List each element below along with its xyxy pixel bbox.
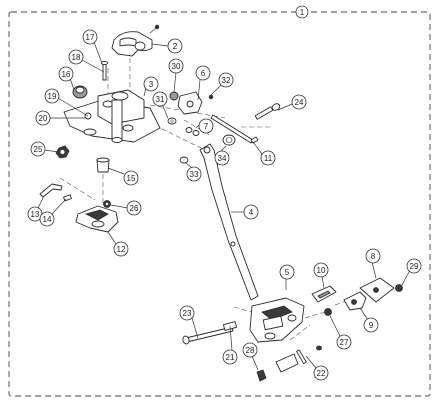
callout-assembly-1[interactable]: 1 <box>295 5 309 19</box>
svg-text:25: 25 <box>34 145 43 154</box>
part-9-clip <box>343 291 367 311</box>
part-5-clamp <box>249 297 305 343</box>
callout-30[interactable]: 30 <box>168 58 184 74</box>
part-29-nut <box>395 284 403 292</box>
callout-11[interactable]: 11 <box>260 150 276 166</box>
callout-5[interactable]: 5 <box>279 264 295 280</box>
part-3-bracket <box>63 89 161 143</box>
callout-8[interactable]: 8 <box>365 248 381 264</box>
callout-16[interactable]: 16 <box>58 66 74 82</box>
svg-text:12: 12 <box>117 245 126 254</box>
svg-text:8: 8 <box>371 252 376 261</box>
part-22-bolt <box>275 345 322 373</box>
callout-27[interactable]: 27 <box>336 334 352 350</box>
part-23-bolt <box>182 326 234 345</box>
part-25-nut <box>55 145 70 159</box>
svg-text:11: 11 <box>264 154 273 163</box>
callout-20[interactable]: 20 <box>35 110 51 126</box>
svg-text:26: 26 <box>130 204 139 213</box>
leader-lines <box>37 41 411 371</box>
part-11-l-rod <box>210 114 259 144</box>
svg-text:20: 20 <box>39 114 48 123</box>
svg-text:34: 34 <box>218 154 227 163</box>
part-30-cap <box>169 91 179 101</box>
svg-text:17: 17 <box>86 33 95 42</box>
svg-text:24: 24 <box>295 98 304 107</box>
svg-text:13: 13 <box>31 210 40 219</box>
callout-28[interactable]: 28 <box>242 342 258 358</box>
part-33-washer <box>179 156 189 164</box>
callout-26[interactable]: 26 <box>126 200 142 216</box>
part-34-ring <box>222 134 236 146</box>
svg-text:32: 32 <box>222 76 231 85</box>
svg-text:10: 10 <box>317 266 326 275</box>
svg-text:33: 33 <box>190 170 199 179</box>
callout-21[interactable]: 21 <box>222 349 238 365</box>
callout-12[interactable]: 12 <box>113 241 129 257</box>
part-10-plate <box>311 285 337 303</box>
svg-text:4: 4 <box>249 208 254 217</box>
svg-text:6: 6 <box>201 69 206 78</box>
part-32-screw <box>208 94 214 100</box>
callout-4[interactable]: 4 <box>243 204 259 220</box>
part-7-cam <box>185 127 200 136</box>
part-24-bolt <box>254 103 281 120</box>
part-31-washer <box>167 117 177 125</box>
part-4-arm <box>199 143 259 301</box>
part-26-nut <box>103 200 111 208</box>
callout-15[interactable]: 15 <box>123 170 139 186</box>
part-28-barrel-nut <box>256 369 267 382</box>
part-2-clamp-top <box>111 31 153 57</box>
svg-text:22: 22 <box>317 369 326 378</box>
svg-text:15: 15 <box>127 174 136 183</box>
part-16-bushing <box>72 85 88 99</box>
svg-text:9: 9 <box>369 321 374 330</box>
callout-18[interactable]: 18 <box>68 49 84 65</box>
svg-text:21: 21 <box>226 353 235 362</box>
callout-22[interactable]: 22 <box>313 365 329 381</box>
svg-text:5: 5 <box>285 268 290 277</box>
part-27-nut <box>324 308 332 316</box>
svg-text:14: 14 <box>43 215 52 224</box>
svg-text:29: 29 <box>410 262 419 271</box>
callout-32[interactable]: 32 <box>218 72 234 88</box>
callout-2[interactable]: 2 <box>167 38 183 54</box>
svg-text:27: 27 <box>340 338 349 347</box>
callout-31[interactable]: 31 <box>152 91 168 107</box>
svg-text:18: 18 <box>72 53 81 62</box>
part-6-lever-block <box>177 91 203 115</box>
svg-text:30: 30 <box>172 62 181 71</box>
callout-14[interactable]: 14 <box>39 211 55 227</box>
svg-text:28: 28 <box>246 346 255 355</box>
callout-7[interactable]: 7 <box>198 118 214 134</box>
svg-text:1: 1 <box>300 8 305 17</box>
svg-text:31: 31 <box>156 95 165 104</box>
svg-text:3: 3 <box>149 80 154 89</box>
callout-3[interactable]: 3 <box>143 76 159 92</box>
callout-29[interactable]: 29 <box>406 258 422 274</box>
callout-19[interactable]: 19 <box>44 88 60 104</box>
svg-text:19: 19 <box>48 92 57 101</box>
part-12-base-bracket <box>75 205 119 233</box>
callout-9[interactable]: 9 <box>363 317 379 333</box>
callout-25[interactable]: 25 <box>30 141 46 157</box>
part-15-spacer <box>96 157 110 173</box>
callout-6[interactable]: 6 <box>195 65 211 81</box>
callout-24[interactable]: 24 <box>291 94 307 110</box>
assembly-border <box>8 11 431 397</box>
callout-23[interactable]: 23 <box>179 305 195 321</box>
svg-text:23: 23 <box>183 309 192 318</box>
callout-10[interactable]: 10 <box>313 262 329 278</box>
callout-33[interactable]: 33 <box>186 166 202 182</box>
svg-text:16: 16 <box>62 70 71 79</box>
callout-17[interactable]: 17 <box>82 29 98 45</box>
part-8-mount-plate <box>359 277 395 303</box>
part-set-screw <box>149 24 160 34</box>
svg-text:7: 7 <box>204 122 209 131</box>
callout-34[interactable]: 34 <box>214 150 230 166</box>
svg-text:2: 2 <box>173 42 178 51</box>
part-13-l-pin <box>39 183 63 198</box>
